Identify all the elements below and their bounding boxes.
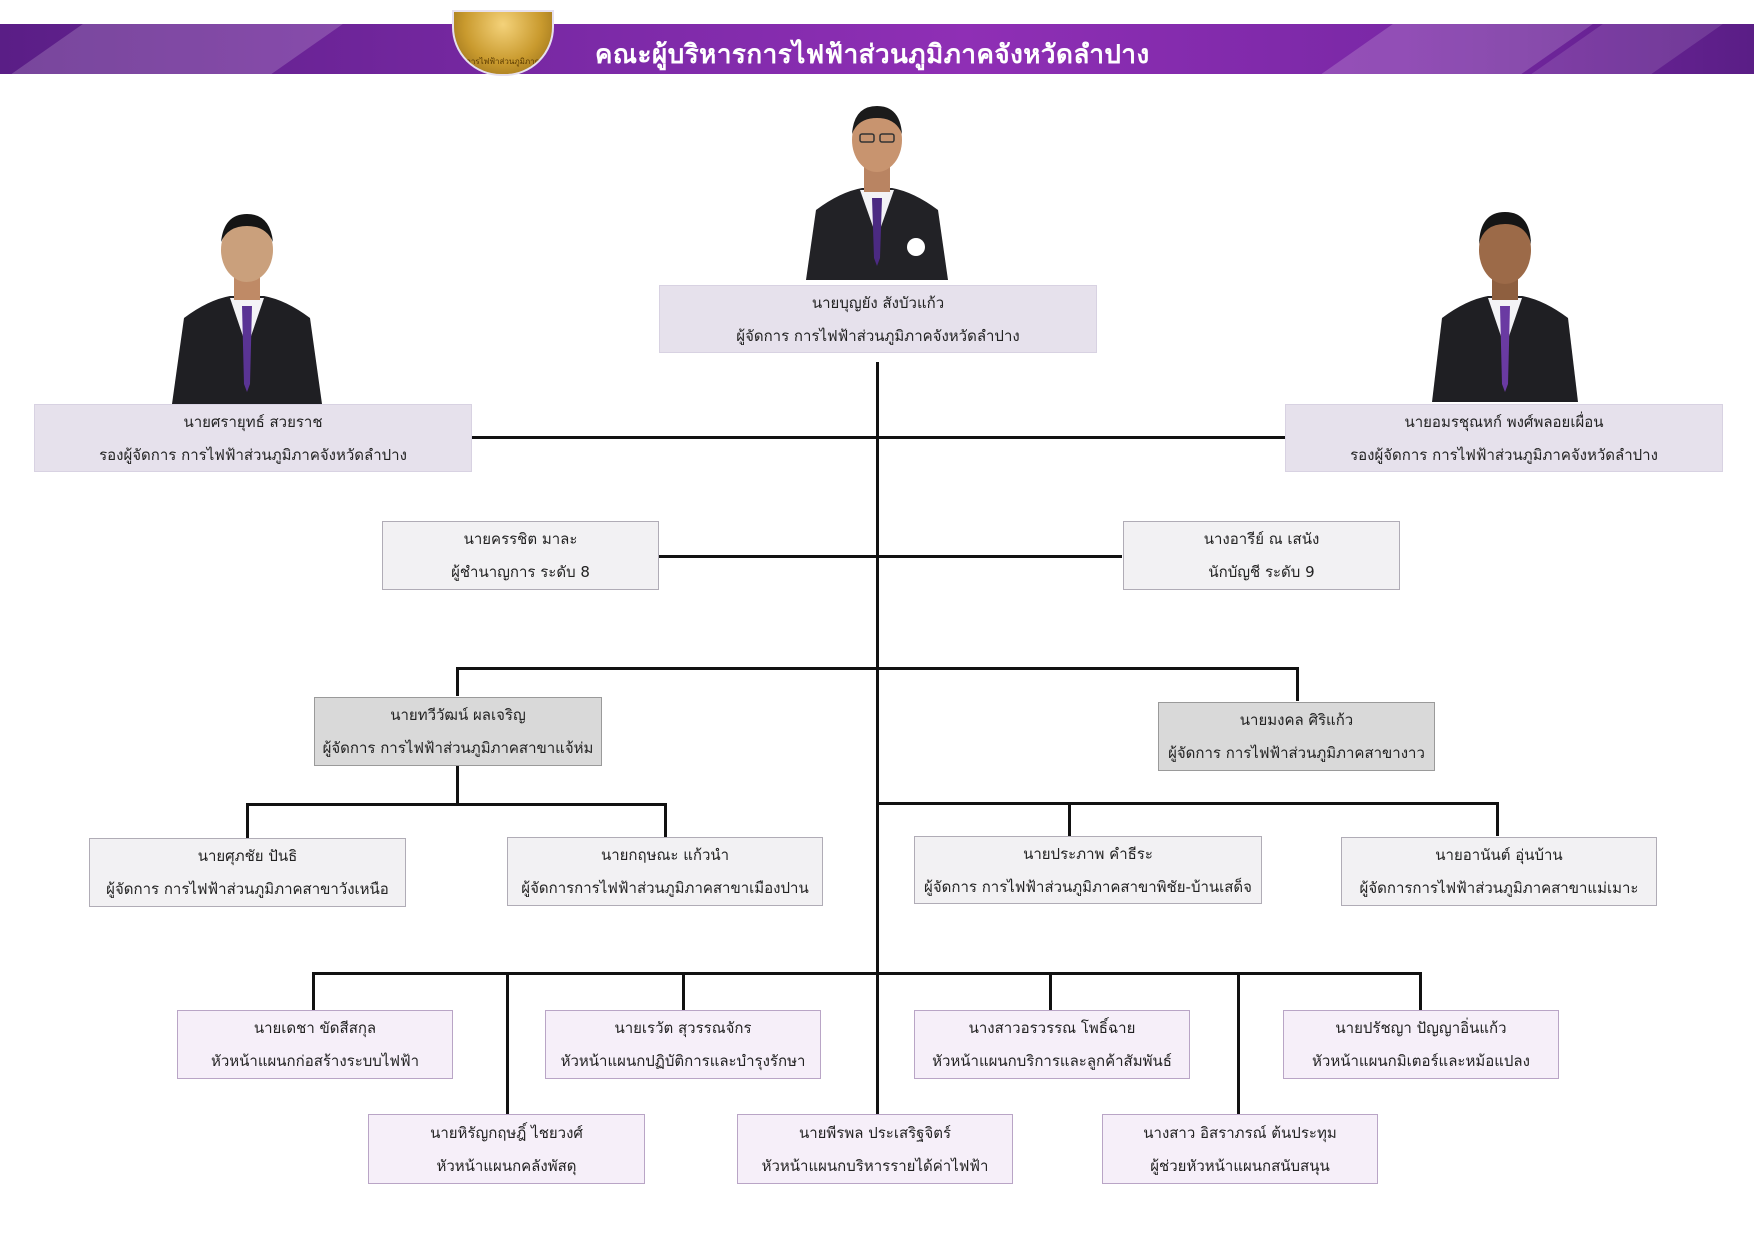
header-banner: คณะผู้บริหารการไฟฟ้าส่วนภูมิภาคจังหวัดลำ… xyxy=(0,24,1754,74)
expert-connector xyxy=(659,555,1122,558)
sub-phichai-name: นายประภาพ คำธีระ xyxy=(1023,844,1153,863)
expert-left-position: ผู้ชำนาญการ ระดับ 8 xyxy=(451,563,590,581)
sub-phichai-position: ผู้จัดการ การไฟฟ้าส่วนภูมิภาคสาขาพิชัย-บ… xyxy=(924,877,1252,896)
right-sub-drop-1 xyxy=(1068,802,1071,836)
dept-service-position: หัวหน้าแผนกบริการและลูกค้าสัมพันธ์ xyxy=(932,1052,1172,1070)
dept-revenue-position: หัวหน้าแผนกบริหารรายได้ค่าไฟฟ้า xyxy=(761,1156,989,1175)
left-sub-drop-1 xyxy=(246,803,249,838)
dept-construction-name: นายเดชา ขัดสีสกุล xyxy=(253,1019,377,1037)
branch-jaehom-box: นายทวีวัฒน์ ผลเจริญ ผู้จัดการ การไฟฟ้าส่… xyxy=(314,697,602,766)
dept-meter-box: นายปรัชญา ปัญญาอิ่นแก้ว หัวหน้าแผนกมิเตอ… xyxy=(1283,1010,1559,1079)
sub-muangpan-box: นายกฤษณะ แก้วนำ ผู้จัดการการไฟฟ้าส่วนภูม… xyxy=(507,837,823,906)
left-sub-connector xyxy=(246,803,667,806)
sub-maemoh-box: นายอานันต์ อุ่นบ้าน ผู้จัดการการไฟฟ้าส่ว… xyxy=(1341,837,1657,906)
deputy-left-box: นายศรายุทธ์ สวยราช รองผู้จัดการ การไฟฟ้า… xyxy=(34,404,472,472)
sub-muangpan-name: นายกฤษณะ แก้วนำ xyxy=(600,846,730,864)
branch-ngao-position: ผู้จัดการ การไฟฟ้าส่วนภูมิภาคสาขางาว xyxy=(1168,744,1425,762)
dept-revenue-name: นายพีรพล ประเสริฐจิตร์ xyxy=(798,1123,952,1142)
dept-drop-1 xyxy=(312,972,315,1010)
dept-operation-name: นายเรวัต สุวรรณจักร xyxy=(614,1019,752,1037)
sub-maemoh-position: ผู้จัดการการไฟฟ้าส่วนภูมิภาคสาขาแม่เมาะ xyxy=(1359,879,1639,897)
dept-drop-5 xyxy=(506,972,509,1114)
jaehom-down xyxy=(456,765,459,805)
branch-left-drop xyxy=(456,667,459,696)
dept-operation-box: นายเรวัต สุวรรณจักร หัวหน้าแผนกปฏิบัติกา… xyxy=(545,1010,821,1079)
dept-operation-position: หัวหน้าแผนกปฏิบัติการและบำรุงรักษา xyxy=(560,1052,806,1070)
branch-ngao-name: นายมงคล ศิริแก้ว xyxy=(1239,711,1354,729)
branch-jaehom-name: นายทวีวัฒน์ ผลเจริญ xyxy=(390,706,526,724)
dept-support-position: ผู้ช่วยหัวหน้าแผนกสนับสนุน xyxy=(1150,1156,1330,1175)
expert-right-name: นางอารีย์ ณ เสนัง xyxy=(1203,530,1320,548)
sub-wangnuea-name: นายศุภชัย ปันธิ xyxy=(197,847,298,865)
dept-revenue-box: นายพีรพล ประเสริฐจิตร์ หัวหน้าแผนกบริหาร… xyxy=(737,1114,1013,1184)
dept-construction-position: หัวหน้าแผนกก่อสร้างระบบไฟฟ้า xyxy=(210,1052,420,1070)
deputy-left-position: รองผู้จัดการ การไฟฟ้าส่วนภูมิภาคจังหวัดล… xyxy=(99,445,407,464)
page-title: คณะผู้บริหารการไฟฟ้าส่วนภูมิภาคจังหวัดลำ… xyxy=(595,40,1150,70)
dept-store-box: นายหิรัญกฤษฎิ์ ไชยวงศ์ หัวหน้าแผนกคลังพั… xyxy=(368,1114,645,1184)
deputy-right-name: นายอมรชุณหก์ พงศ์พลอยเผื่อน xyxy=(1404,412,1604,431)
manager-position: ผู้จัดการ การไฟฟ้าส่วนภูมิภาคจังหวัดลำปา… xyxy=(736,326,1020,345)
dept-drop-3 xyxy=(1049,972,1052,1010)
dept-store-name: นายหิรัญกฤษฎิ์ ไชยวงศ์ xyxy=(430,1123,583,1142)
dept-support-name: นางสาว อิสราภรณ์ ต้นประทุม xyxy=(1143,1123,1337,1142)
dept-support-box: นางสาว อิสราภรณ์ ต้นประทุม ผู้ช่วยหัวหน้… xyxy=(1102,1114,1378,1184)
branch-right-drop xyxy=(1296,667,1299,701)
dept-drop-4 xyxy=(1419,972,1422,1010)
expert-left-name: นายครรชิต มาละ xyxy=(463,530,578,548)
dept-service-box: นางสาวอรวรรณ โพธิ์ฉาย หัวหน้าแผนกบริการแ… xyxy=(914,1010,1190,1079)
deputy-right-photo xyxy=(1430,208,1580,402)
sub-wangnuea-box: นายศุภชัย ปันธิ ผู้จัดการ การไฟฟ้าส่วนภู… xyxy=(89,838,406,907)
right-sub-connector xyxy=(876,802,1499,805)
branch-connector xyxy=(456,667,1299,670)
sub-wangnuea-position: ผู้จัดการ การไฟฟ้าส่วนภูมิภาคสาขาวังเหนื… xyxy=(106,880,389,898)
right-sub-drop-2 xyxy=(1496,802,1499,836)
sub-muangpan-position: ผู้จัดการการไฟฟ้าส่วนภูมิภาคสาขาเมืองปาน xyxy=(521,879,809,897)
deputy-left-name: นายศรายุทธ์ สวยราช xyxy=(183,412,323,431)
branch-ngao-box: นายมงคล ศิริแก้ว ผู้จัดการ การไฟฟ้าส่วนภ… xyxy=(1158,702,1435,771)
pea-logo: การไฟฟ้าส่วนภูมิภาค xyxy=(452,10,554,76)
expert-right-box: นางอารีย์ ณ เสนัง นักบัญชี ระดับ 9 xyxy=(1123,521,1400,590)
dept-store-position: หัวหน้าแผนกคลังพัสดุ xyxy=(436,1156,577,1175)
left-sub-drop-2 xyxy=(664,803,667,838)
dept-drop-2 xyxy=(682,972,685,1010)
sub-maemoh-name: นายอานันต์ อุ่นบ้าน xyxy=(1435,846,1563,864)
branch-jaehom-position: ผู้จัดการ การไฟฟ้าส่วนภูมิภาคสาขาแจ้ห่ม xyxy=(322,739,594,757)
dept-construction-box: นายเดชา ขัดสีสกุล หัวหน้าแผนกก่อสร้างระบ… xyxy=(177,1010,453,1079)
dept-drop-6 xyxy=(1237,972,1240,1114)
dept-meter-position: หัวหน้าแผนกมิเตอร์และหม้อแปลง xyxy=(1312,1052,1530,1070)
expert-left-box: นายครรชิต มาละ ผู้ชำนาญการ ระดับ 8 xyxy=(382,521,659,590)
manager-name: นายบุญยัง สังบัวแก้ว xyxy=(811,293,945,312)
expert-right-position: นักบัญชี ระดับ 9 xyxy=(1208,563,1315,581)
dept-connector xyxy=(312,972,1422,975)
logo-text: การไฟฟ้าส่วนภูมิภาค xyxy=(466,57,540,66)
dept-service-name: นางสาวอรวรรณ โพธิ์ฉาย xyxy=(968,1019,1136,1037)
dept-meter-name: นายปรัชญา ปัญญาอิ่นแก้ว xyxy=(1335,1019,1507,1037)
manager-photo xyxy=(800,98,954,280)
deputy-right-position: รองผู้จัดการ การไฟฟ้าส่วนภูมิภาคจังหวัดล… xyxy=(1350,445,1658,464)
deputy-connector xyxy=(470,436,1286,439)
sub-phichai-box: นายประภาพ คำธีระ ผู้จัดการ การไฟฟ้าส่วนภ… xyxy=(914,836,1262,904)
trunk-line xyxy=(876,362,879,1175)
deputy-left-photo xyxy=(170,208,324,404)
deputy-right-box: นายอมรชุณหก์ พงศ์พลอยเผื่อน รองผู้จัดการ… xyxy=(1285,404,1723,472)
manager-box: นายบุญยัง สังบัวแก้ว ผู้จัดการ การไฟฟ้าส… xyxy=(659,285,1097,353)
